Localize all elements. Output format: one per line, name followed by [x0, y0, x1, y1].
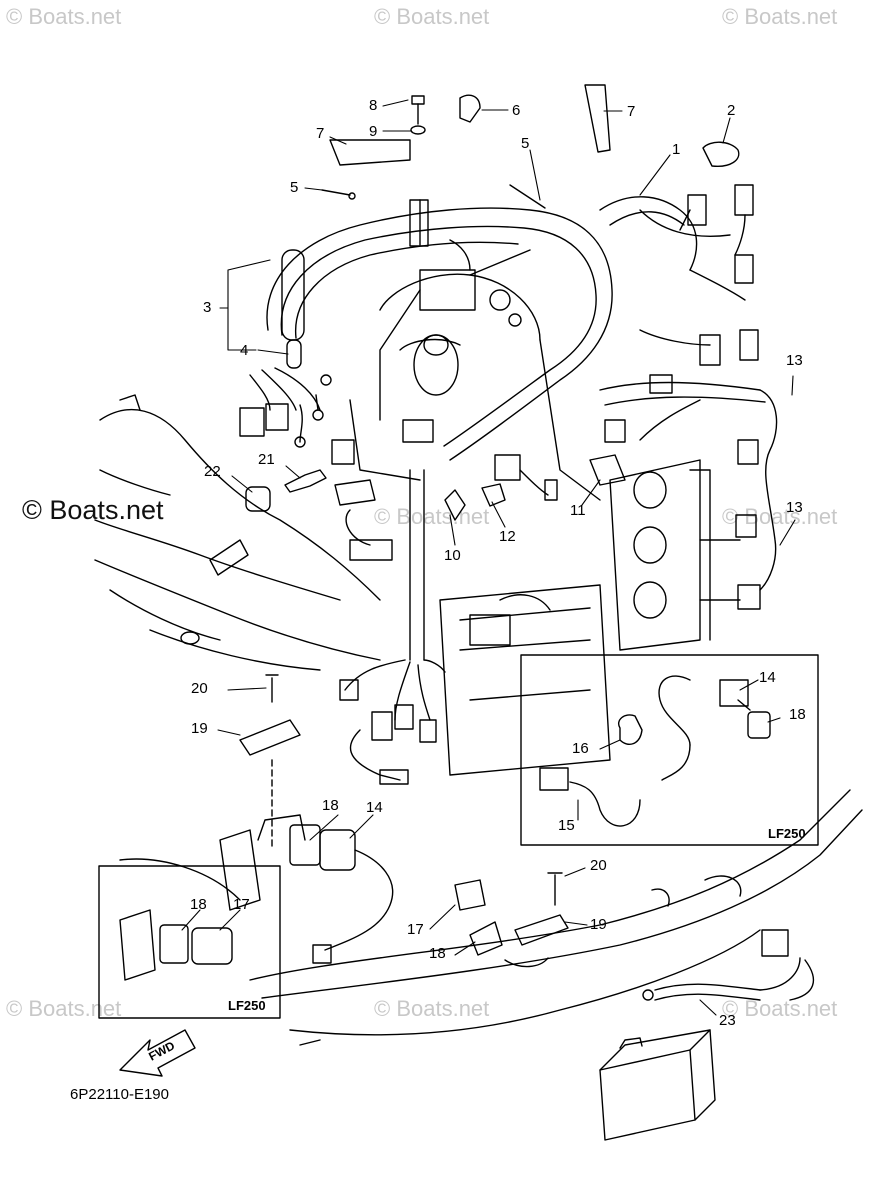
callout-19-right: 19 [590, 916, 607, 933]
watermark: © Boats.net [6, 996, 122, 1021]
bracket-19-20 [239, 674, 301, 851]
callout-7-right: 7 [627, 103, 636, 120]
watermark-boats-net: © Boats.net [22, 495, 164, 525]
grommet-harness-lower [219, 814, 394, 964]
top-parts [321, 84, 740, 209]
callout-8: 8 [369, 97, 378, 114]
harness-trunk [334, 469, 446, 785]
callout-5-center: 5 [521, 135, 530, 152]
callout-16: 16 [572, 740, 589, 757]
leader-lines [181, 99, 796, 1016]
callout-18-right: 18 [429, 945, 446, 962]
callout-6: 6 [512, 102, 521, 119]
callout-9: 9 [369, 123, 378, 140]
lower-engine [439, 584, 611, 776]
inset-lf250-right [520, 654, 819, 846]
callout-13-upper: 13 [786, 352, 803, 369]
callout-7-left: 7 [316, 125, 325, 142]
callout-19-left: 19 [191, 720, 208, 737]
callout-5-left: 5 [290, 179, 299, 196]
engine-block [349, 239, 601, 501]
watermark: © Boats.net [6, 4, 122, 29]
parts-21-22 [245, 469, 327, 512]
wire-harness-loop [239, 139, 613, 461]
inset-lf250-left [98, 865, 281, 1019]
callout-10: 10 [444, 547, 461, 564]
callout-18-inset: 18 [789, 706, 806, 723]
callout-15: 15 [558, 817, 575, 834]
callout-17-inset-left: 17 [233, 896, 250, 913]
watermark: © Boats.net [722, 4, 838, 29]
callout-17-right: 17 [407, 921, 424, 938]
watermark: © Boats.net [374, 504, 490, 529]
callout-2: 2 [727, 102, 736, 119]
manifold [609, 459, 741, 651]
watermark: © Boats.net [374, 4, 490, 29]
battery-cable [599, 929, 815, 1141]
diagram-code: 6P22110-E190 [70, 1086, 169, 1103]
callout-3: 3 [203, 299, 212, 316]
callout-12: 12 [499, 528, 516, 545]
callout-23: 23 [719, 1012, 736, 1029]
callout-20-right: 20 [590, 857, 607, 874]
callout-21: 21 [258, 451, 275, 468]
callout-4: 4 [240, 342, 249, 359]
fwd-arrow-icon [119, 1029, 196, 1077]
watermark: © Boats.net [722, 504, 838, 529]
watermark: © Boats.net [374, 996, 490, 1021]
callout-14-inset: 14 [759, 669, 776, 686]
callout-18-lower: 18 [322, 797, 339, 814]
callout-18-inset-left: 18 [190, 896, 207, 913]
callout-13-lower: 13 [786, 499, 803, 516]
center-connectors [331, 419, 626, 521]
parts-17-18-19-20 [454, 872, 569, 956]
watermark: © Boats.net [722, 996, 838, 1021]
callout-14-lower: 14 [366, 799, 383, 816]
callout-1: 1 [672, 141, 681, 158]
callout-11: 11 [570, 502, 586, 519]
callout-20-left: 20 [191, 680, 208, 697]
callout-22: 22 [204, 463, 221, 480]
inset-title-left: LF250 [228, 998, 266, 1013]
lower-cowling [119, 789, 863, 1046]
right-harness [599, 184, 778, 610]
inset-title-right: LF250 [768, 826, 806, 841]
left-cowling [94, 394, 381, 671]
